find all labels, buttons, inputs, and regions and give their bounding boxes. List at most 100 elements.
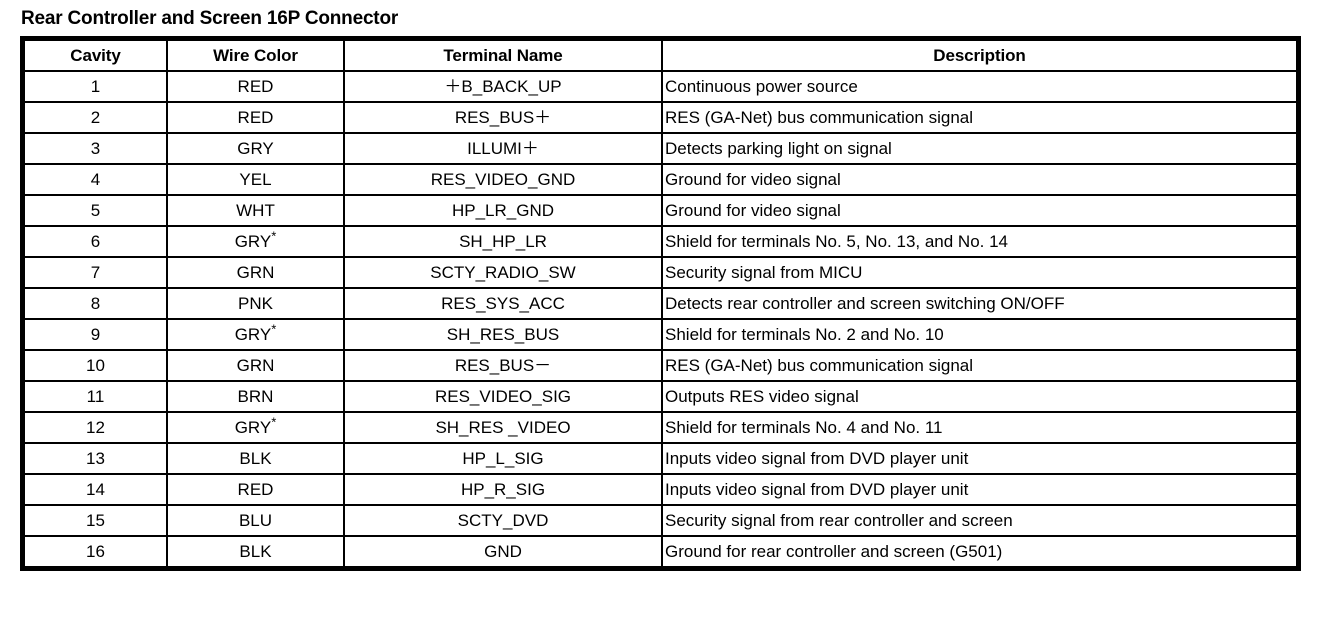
table-header-row: Cavity Wire Color Terminal Name Descript… bbox=[23, 39, 1298, 72]
wire-color-label: GRY bbox=[234, 232, 272, 251]
cell-cavity: 9 bbox=[23, 318, 168, 351]
column-header-description: Description bbox=[661, 39, 1298, 72]
wire-color-label: GRY bbox=[234, 325, 272, 344]
connector-pinout-table: Cavity Wire Color Terminal Name Descript… bbox=[23, 39, 1298, 568]
cell-terminal-name: HP_LR_GND bbox=[343, 194, 663, 227]
cell-description: Shield for terminals No. 4 and No. 11 bbox=[661, 411, 1298, 444]
column-header-wire-color: Wire Color bbox=[166, 39, 345, 72]
wire-color-label: BLK bbox=[239, 449, 272, 468]
cell-cavity: 14 bbox=[23, 473, 168, 506]
cell-terminal-name: SH_HP_LR bbox=[343, 225, 663, 258]
cell-cavity: 2 bbox=[23, 101, 168, 134]
cell-terminal-name: RES_SYS_ACC bbox=[343, 287, 663, 320]
wire-color-label: YEL bbox=[239, 170, 272, 189]
cell-wire-color: RED bbox=[166, 473, 345, 506]
cell-wire-color: BLK bbox=[166, 442, 345, 475]
cell-wire-color: RED bbox=[166, 70, 345, 103]
cell-wire-color: YEL bbox=[166, 163, 345, 196]
cell-cavity: 16 bbox=[23, 535, 168, 568]
cell-description: Ground for video signal bbox=[661, 163, 1298, 196]
cell-cavity: 10 bbox=[23, 349, 168, 382]
cell-cavity: 12 bbox=[23, 411, 168, 444]
cell-cavity: 6 bbox=[23, 225, 168, 258]
cell-cavity: 5 bbox=[23, 194, 168, 227]
wire-color-label: GRY bbox=[237, 139, 274, 158]
cell-description: Security signal from MICU bbox=[661, 256, 1298, 289]
wire-color-label: RED bbox=[237, 480, 274, 499]
wire-color-label: GRN bbox=[236, 356, 275, 375]
cell-description: Detects rear controller and screen switc… bbox=[661, 287, 1298, 320]
cell-cavity: 7 bbox=[23, 256, 168, 289]
cell-description: Shield for terminals No. 2 and No. 10 bbox=[661, 318, 1298, 351]
wire-color-label: BRN bbox=[237, 387, 274, 406]
cell-wire-color: GRN bbox=[166, 349, 345, 382]
cell-terminal-name: GND bbox=[343, 535, 663, 568]
table-header: Cavity Wire Color Terminal Name Descript… bbox=[23, 39, 1298, 72]
wire-color-label: BLU bbox=[238, 511, 273, 530]
wire-color-label: BLK bbox=[239, 542, 272, 561]
wire-color-footnote-marker: * bbox=[271, 414, 277, 430]
connector-pinout-table-container: Cavity Wire Color Terminal Name Descript… bbox=[20, 36, 1301, 571]
cell-terminal-name: HP_L_SIG bbox=[343, 442, 663, 475]
cell-terminal-name: RES_VIDEO_GND bbox=[343, 163, 663, 196]
cell-wire-color: BLK bbox=[166, 535, 345, 568]
wire-color-label: RED bbox=[237, 108, 274, 127]
table-row: 10 GRN RES_BUS－RES (GA-Net) bus communicat… bbox=[23, 349, 1298, 382]
cell-description: Inputs video signal from DVD player unit bbox=[661, 442, 1298, 475]
column-header-cavity: Cavity bbox=[23, 39, 168, 72]
cell-cavity: 1 bbox=[23, 70, 168, 103]
cell-cavity: 13 bbox=[23, 442, 168, 475]
cell-wire-color: GRN bbox=[166, 256, 345, 289]
cell-wire-color: BLU bbox=[166, 504, 345, 537]
page-title: Rear Controller and Screen 16P Connector bbox=[21, 8, 399, 29]
cell-wire-color: WHT bbox=[166, 194, 345, 227]
cell-cavity: 3 bbox=[23, 132, 168, 165]
wire-color-footnote-marker: * bbox=[271, 321, 277, 337]
cell-terminal-name: ＋B_BACK_UP bbox=[343, 70, 663, 103]
wire-color-label: RED bbox=[237, 77, 274, 96]
cell-terminal-name: HP_R_SIG bbox=[343, 473, 663, 506]
cell-terminal-name: RES_BUS－ bbox=[343, 349, 663, 382]
cell-description: RES (GA-Net) bus communication signal bbox=[661, 101, 1298, 134]
cell-description: Inputs video signal from DVD player unit bbox=[661, 473, 1298, 506]
cell-description: Continuous power source bbox=[661, 70, 1298, 103]
cell-description: RES (GA-Net) bus communication signal bbox=[661, 349, 1298, 382]
cell-terminal-name: RES_VIDEO_SIG bbox=[343, 380, 663, 413]
cell-wire-color: RED bbox=[166, 101, 345, 134]
cell-description: Security signal from rear controller and… bbox=[661, 504, 1298, 537]
cell-cavity: 8 bbox=[23, 287, 168, 320]
wire-color-label: GRY bbox=[234, 418, 272, 437]
cell-description: Detects parking light on signal bbox=[661, 132, 1298, 165]
wire-color-label: PNK bbox=[238, 294, 273, 313]
cell-cavity: 4 bbox=[23, 163, 168, 196]
cell-terminal-name: ILLUMI＋ bbox=[343, 132, 663, 165]
table-row: 3 GRY ILLUMI＋Detects parking light on sign… bbox=[23, 132, 1298, 165]
cell-description: Shield for terminals No. 5, No. 13, and … bbox=[661, 225, 1298, 258]
cell-terminal-name: SH_RES _VIDEO bbox=[343, 411, 663, 444]
wire-color-footnote-marker: * bbox=[271, 228, 277, 244]
cell-wire-color: GRY* bbox=[166, 225, 345, 258]
cell-description: Outputs RES video signal bbox=[661, 380, 1298, 413]
cell-wire-color: GRY bbox=[166, 132, 345, 165]
cell-description: Ground for rear controller and screen (G… bbox=[661, 535, 1298, 568]
wire-color-label: WHT bbox=[236, 201, 275, 220]
cell-terminal-name: SCTY_DVD bbox=[343, 504, 663, 537]
cell-wire-color: BRN bbox=[166, 380, 345, 413]
cell-terminal-name: SCTY_RADIO_SW bbox=[343, 256, 663, 289]
